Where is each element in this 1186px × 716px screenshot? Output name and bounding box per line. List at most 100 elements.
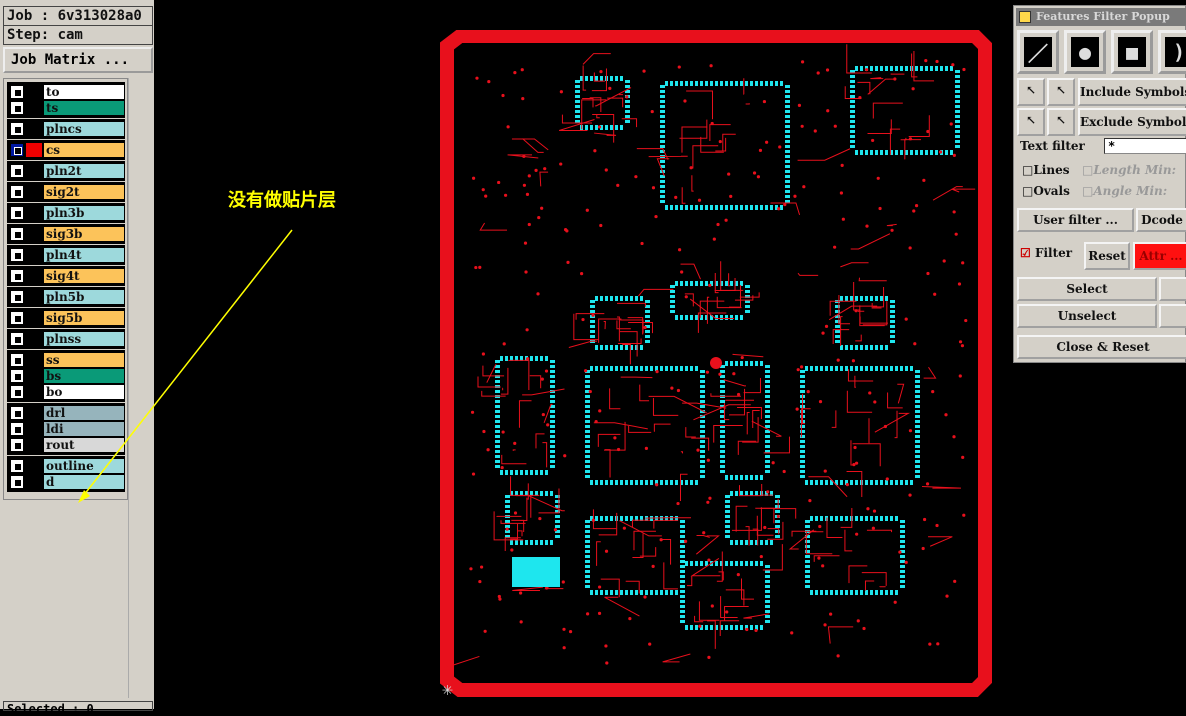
pad xyxy=(750,81,753,86)
via xyxy=(707,656,710,659)
pad xyxy=(585,460,590,463)
pad xyxy=(680,550,685,553)
pad xyxy=(505,510,510,513)
trace xyxy=(598,434,620,447)
dcode-button[interactable]: Dcode xyxy=(1136,208,1186,232)
via xyxy=(924,59,927,62)
pad xyxy=(610,125,613,130)
pad xyxy=(720,380,725,383)
unselect-extra-button[interactable] xyxy=(1159,304,1186,328)
via xyxy=(541,378,544,381)
pad xyxy=(760,540,763,545)
pad xyxy=(765,565,770,568)
pad xyxy=(675,81,678,86)
trace xyxy=(695,616,704,622)
trace xyxy=(869,418,870,442)
trace xyxy=(617,303,645,306)
via xyxy=(519,591,522,594)
pad xyxy=(725,530,730,533)
pad xyxy=(670,310,675,313)
pad xyxy=(835,340,840,343)
pad xyxy=(595,76,598,81)
surface-symbol-button[interactable]: ■ xyxy=(1111,30,1153,74)
via xyxy=(521,97,524,100)
pcb-canvas[interactable]: ✳ xyxy=(440,30,1000,700)
pad xyxy=(525,540,528,545)
via xyxy=(912,209,915,212)
via xyxy=(706,501,709,504)
pad xyxy=(760,81,763,86)
angle-checkbox[interactable]: □Angle Min: xyxy=(1082,184,1167,198)
via xyxy=(497,181,500,184)
pad xyxy=(660,85,665,88)
pad xyxy=(925,150,928,155)
pad xyxy=(785,125,790,128)
pad xyxy=(720,465,725,468)
via xyxy=(922,179,925,182)
pad xyxy=(900,570,905,573)
ovals-checkbox[interactable]: □Ovals xyxy=(1022,184,1070,198)
pad xyxy=(585,395,590,398)
pad xyxy=(680,590,685,593)
close-reset-button[interactable]: Close & Reset xyxy=(1017,335,1186,359)
select-button[interactable]: Select xyxy=(1017,277,1157,301)
pad xyxy=(585,440,590,443)
include-symbols-button[interactable]: Include Symbols xyxy=(1078,78,1186,106)
via xyxy=(482,352,485,355)
exclude-pick-button[interactable]: ↖ xyxy=(1017,108,1045,136)
via xyxy=(950,122,953,125)
pad xyxy=(620,480,623,485)
length-checkbox[interactable]: □Length Min: xyxy=(1082,163,1176,177)
unselect-button[interactable]: Unselect xyxy=(1017,304,1157,328)
exclude-symbols-button[interactable]: Exclude Symbols xyxy=(1078,108,1186,136)
pad xyxy=(900,565,905,568)
via xyxy=(951,63,954,66)
pad xyxy=(700,281,703,286)
via xyxy=(718,373,721,376)
pad xyxy=(685,366,688,371)
pad xyxy=(495,420,500,423)
line-symbol-button[interactable]: ／ xyxy=(1017,30,1059,74)
trace xyxy=(841,317,843,346)
select-extra-button[interactable] xyxy=(1159,277,1186,301)
trace xyxy=(542,443,546,468)
exclude-add-button[interactable]: ↖ xyxy=(1047,108,1075,136)
pad xyxy=(700,455,705,458)
pad xyxy=(640,296,643,301)
attr-button[interactable]: Attr ... xyxy=(1133,242,1186,270)
pad xyxy=(585,410,590,413)
pad xyxy=(890,590,893,595)
pad xyxy=(660,90,665,93)
text-filter-input[interactable]: * xyxy=(1104,138,1186,154)
via xyxy=(702,531,705,534)
pad xyxy=(680,600,685,603)
pad xyxy=(695,281,698,286)
pad xyxy=(725,81,728,86)
pad xyxy=(875,296,878,301)
pad xyxy=(680,525,685,528)
user-filter-button[interactable]: User filter ... xyxy=(1017,208,1134,232)
include-add-button[interactable]: ↖ xyxy=(1047,78,1075,106)
arc-symbol-button[interactable]: ) xyxy=(1158,30,1186,74)
pad xyxy=(600,366,603,371)
pad xyxy=(800,475,805,478)
pad xyxy=(545,356,548,361)
pad xyxy=(495,410,500,413)
filter-checkbox[interactable]: ☑ Filter xyxy=(1020,246,1072,260)
pad xyxy=(875,66,878,71)
pad xyxy=(765,390,770,393)
pad xyxy=(695,366,698,371)
pad-symbol-button[interactable]: ● xyxy=(1064,30,1106,74)
angle-label: Angle xyxy=(1093,184,1132,198)
reset-button[interactable]: Reset xyxy=(1084,242,1130,270)
lines-checkbox[interactable]: □Lines xyxy=(1022,163,1069,177)
pad xyxy=(625,345,628,350)
include-pick-button[interactable]: ↖ xyxy=(1017,78,1045,106)
pad xyxy=(955,80,960,83)
pad xyxy=(700,450,705,453)
pad xyxy=(785,120,790,123)
length-label: Length xyxy=(1093,163,1140,177)
pad xyxy=(825,366,828,371)
pad xyxy=(765,615,770,618)
pad xyxy=(720,385,725,388)
